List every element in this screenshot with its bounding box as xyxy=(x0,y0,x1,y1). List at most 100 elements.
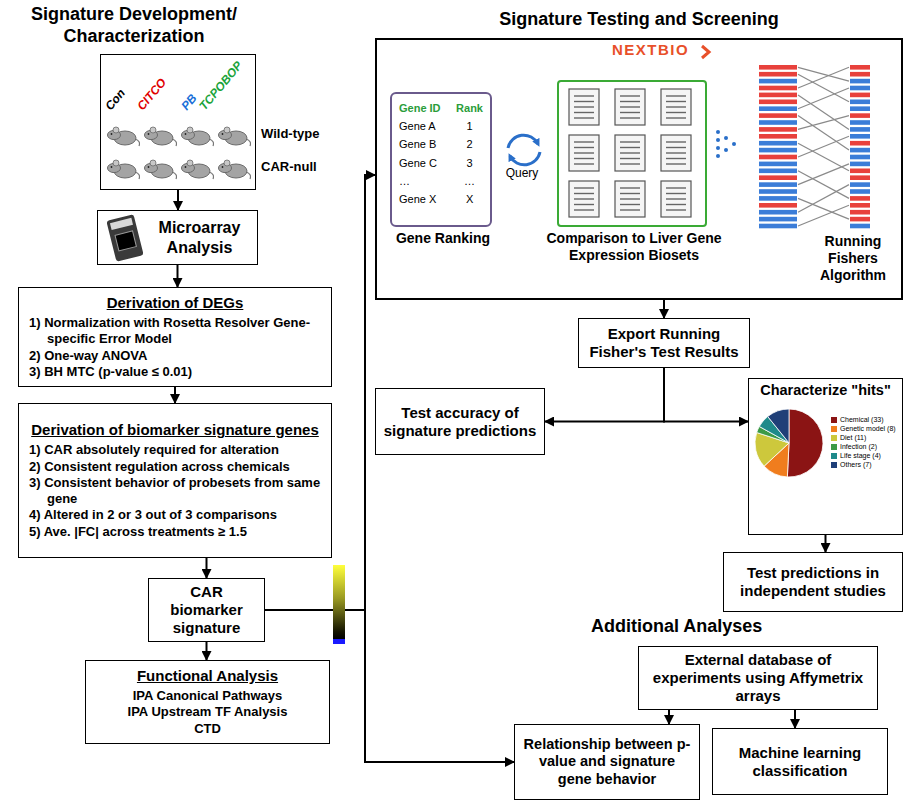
treatment-label: Con xyxy=(102,86,128,113)
legend-swatch xyxy=(831,435,837,441)
text-wrap: Machine learning classification xyxy=(719,744,881,780)
free-label: Running Fishers Algorithm xyxy=(804,233,902,283)
process-box: Test predictions in independent studies xyxy=(723,552,903,612)
text-wrap: Relationship between p-value and signatu… xyxy=(521,736,693,788)
list-item: 3) Consistent behavior of probesets from… xyxy=(29,475,321,508)
text-wrap: Functional AnalysisIPA Canonical Pathway… xyxy=(96,667,319,737)
table-cell: Gene B xyxy=(399,138,448,151)
hits-box: Characterize "hits" Chemical (33)Genetic … xyxy=(748,378,903,535)
box-title: Derivation of biomarker signature genes xyxy=(29,421,321,439)
text-wrap: CAR biomarker signature xyxy=(155,583,258,637)
database-box: Additional AnalysesExternal database of … xyxy=(638,646,878,710)
table-cell: X xyxy=(456,193,483,206)
free-label: Query xyxy=(497,166,547,180)
panel-caption: Gene Ranking xyxy=(372,230,514,247)
table-cell: 3 xyxy=(456,157,483,170)
legend-swatch xyxy=(831,426,837,432)
connector xyxy=(668,710,670,724)
list-item: CTD xyxy=(96,721,319,737)
legend-row: Chemical (33) xyxy=(831,415,896,424)
table-cell: 1 xyxy=(456,120,483,133)
legend-swatch xyxy=(831,417,837,423)
node-label: Export Running Fisher's Test Results xyxy=(585,325,743,361)
list-item: IPA Upstream TF Analysis xyxy=(96,704,319,720)
table-cell: Gene X xyxy=(399,193,448,206)
connector xyxy=(206,642,208,660)
treatment-label: TCPOBOP xyxy=(196,59,245,113)
process-box: Derivation of DEGs1) Normalization with … xyxy=(18,287,332,387)
node-label: Test accuracy of signature predictions xyxy=(382,404,538,440)
section-heading: Signature Development/ Characterization xyxy=(9,4,259,47)
connector xyxy=(664,368,748,422)
process-box: Functional AnalysisIPA Canonical Pathway… xyxy=(85,660,330,744)
box-title: Characterize "hits" xyxy=(752,382,899,399)
text-wrap: Export Running Fisher's Test Results xyxy=(585,325,743,361)
document-icons xyxy=(559,82,705,225)
panel-caption: Comparison to Liver Gene Expression Bios… xyxy=(544,230,724,264)
color-scale-bar xyxy=(332,565,346,645)
legend: Chemical (33)Genetic model (8)Diet (11)I… xyxy=(831,415,896,469)
connector xyxy=(545,368,664,422)
process-box: Machine learning classification xyxy=(712,728,888,795)
list-item: 2) Consistent regulation across chemical… xyxy=(29,459,321,475)
text-wrap: Microarray Analysis xyxy=(148,218,251,256)
legend-row: Others (7) xyxy=(831,460,896,469)
connector xyxy=(663,300,665,318)
process-box: Export Running Fisher's Test Results xyxy=(578,318,750,368)
process-box: Test accuracy of signature predictions xyxy=(375,388,545,455)
text-wrap: Test predictions in independent studies xyxy=(730,564,896,600)
table-cell: 2 xyxy=(456,138,483,151)
treatment-label: CITCO xyxy=(134,75,169,113)
text-wrap: Derivation of DEGs1) Normalization with … xyxy=(29,294,321,380)
text-wrap: External database of experiments using A… xyxy=(645,651,871,705)
treatment-box: Signature Development/ CharacterizationC… xyxy=(100,54,256,190)
legend-text: Genetic model (8) xyxy=(840,424,896,433)
list-item: 2) One-way ANOVA xyxy=(29,348,321,364)
legend-text: Others (7) xyxy=(840,460,872,469)
gene-ranking-table: Gene ID RankGene A 1Gene B 2Gene C 3 … … Gene X… xyxy=(390,92,492,227)
legend-swatch xyxy=(831,453,837,459)
free-label: NEXTBIO xyxy=(612,41,689,58)
connector xyxy=(177,265,179,287)
text-wrap: Derivation of biomarker signature genes 1… xyxy=(29,421,321,540)
legend-row: Life stage (4) xyxy=(831,451,896,460)
legend-text: Infection (2) xyxy=(840,442,877,451)
list-item: 1) Normalization with Rosetta Resolver G… xyxy=(29,315,321,348)
list-item: 4) Altered in 2 or 3 out of 3 comparison… xyxy=(29,507,321,523)
screening-panel: Signature Testing and ScreeningGene IDRa… xyxy=(375,38,903,300)
legend-row: Diet (11) xyxy=(831,433,896,442)
connector xyxy=(174,387,176,403)
section-heading: Additional Analyses xyxy=(591,616,762,637)
text-wrap: Test accuracy of signature predictions xyxy=(382,404,538,440)
row-label: CAR-null xyxy=(261,159,317,174)
table-cell: … xyxy=(399,175,448,188)
node-label: CAR biomarker signature xyxy=(155,583,258,637)
list-item: 1) CAR absolutely required for alteratio… xyxy=(29,442,321,458)
list-item: 3) BH MTC (p-value ≤ 0.01) xyxy=(29,364,321,380)
node-label: Relationship between p-value and signatu… xyxy=(521,736,693,788)
row-label: Wild-type xyxy=(261,126,319,141)
legend-row: Infection (2) xyxy=(831,442,896,451)
table-cell: Gene C xyxy=(399,157,448,170)
list-item: 5) Ave. |FC| across treatments ≥ 1.5 xyxy=(29,524,321,540)
legend-swatch xyxy=(831,444,837,450)
connector xyxy=(825,535,827,552)
legend-text: Chemical (33) xyxy=(840,415,884,424)
process-box: Microarray Analysis xyxy=(97,210,258,265)
list-item: IPA Canonical Pathways xyxy=(96,688,319,704)
table-header: Rank xyxy=(456,102,483,115)
pie-chart xyxy=(753,407,825,479)
node-label: Machine learning classification xyxy=(719,744,881,780)
bioset-box: Comparison to Liver Gene Expression Bios… xyxy=(557,80,707,227)
table-cell: … xyxy=(456,175,483,188)
node-label: External database of experiments using A… xyxy=(645,651,871,705)
connector xyxy=(206,558,208,578)
table-cell: Gene A xyxy=(399,120,448,133)
process-box: Derivation of biomarker signature genes 1… xyxy=(18,403,332,558)
connector xyxy=(794,710,796,728)
process-box: Relationship between p-value and signatu… xyxy=(514,724,700,800)
node-label: Test predictions in independent studies xyxy=(730,564,896,600)
table-grid: Gene ID RankGene A 1Gene B 2Gene C 3 … … Gene X… xyxy=(399,102,483,206)
table-header: Gene ID xyxy=(399,102,448,115)
